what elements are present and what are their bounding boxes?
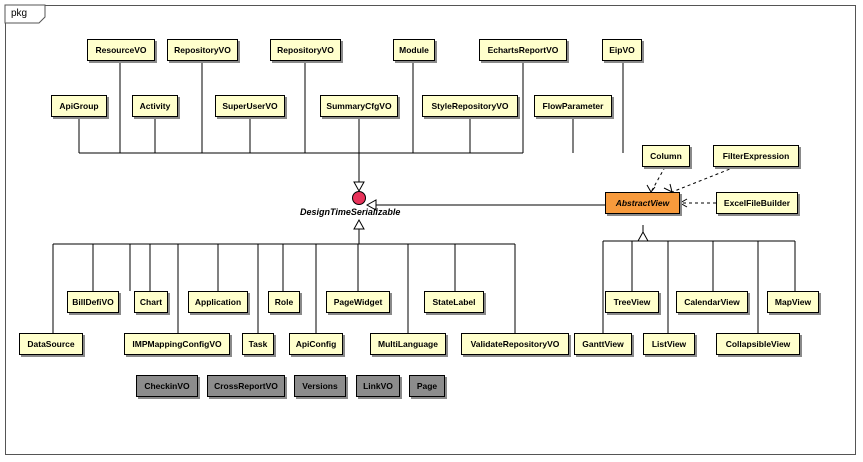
- class-datasource[interactable]: DataSource: [19, 333, 83, 355]
- class-resourcevo[interactable]: ResourceVO: [87, 39, 155, 61]
- class-role[interactable]: Role: [268, 291, 300, 313]
- top-inheritance-arrow: [353, 181, 365, 193]
- package-frame: [5, 5, 856, 455]
- class-summarycfgvo[interactable]: SummaryCfgVO: [320, 95, 398, 117]
- class-page[interactable]: Page: [409, 375, 445, 397]
- class-chart[interactable]: Chart: [134, 291, 168, 313]
- dependency-lines: [650, 166, 736, 204]
- class-listview[interactable]: ListView: [643, 333, 695, 355]
- class-flowparameter[interactable]: FlowParameter: [534, 95, 612, 117]
- class-checkinvo[interactable]: CheckinVO: [136, 375, 198, 397]
- class-superuservo[interactable]: SuperUserVO: [215, 95, 285, 117]
- class-apigroup[interactable]: ApiGroup: [51, 95, 107, 117]
- top-inheritance-lines: [78, 61, 624, 182]
- class-abstractview[interactable]: AbstractView: [605, 192, 680, 214]
- bottom-inheritance-arrow: [353, 218, 365, 230]
- class-collapsibleview[interactable]: CollapsibleView: [716, 333, 800, 355]
- class-task[interactable]: Task: [242, 333, 274, 355]
- interface-label: DesignTimeSerializable: [300, 207, 401, 217]
- class-calendarview[interactable]: CalendarView: [676, 291, 748, 313]
- bottom-inheritance-lines: [52, 229, 516, 333]
- class-treeview[interactable]: TreeView: [605, 291, 659, 313]
- class-versions[interactable]: Versions: [294, 375, 346, 397]
- class-column[interactable]: Column: [642, 145, 690, 167]
- class-echartsreportvo[interactable]: EchartsReportVO: [479, 39, 567, 61]
- class-multilanguage[interactable]: MultiLanguage: [370, 333, 446, 355]
- class-linkvo[interactable]: LinkVO: [356, 375, 400, 397]
- class-apiconfig[interactable]: ApiConfig: [289, 333, 343, 355]
- class-validaterepositoryvo[interactable]: ValidateRepositoryVO: [461, 333, 569, 355]
- interface-circle-icon[interactable]: [352, 191, 366, 205]
- class-stylerepositoryvo[interactable]: StyleRepositoryVO: [422, 95, 518, 117]
- class-ganttview[interactable]: GanttView: [574, 333, 632, 355]
- class-filterexpression[interactable]: FilterExpression: [713, 145, 799, 167]
- realization-arrow: [365, 199, 377, 211]
- class-statelabel[interactable]: StateLabel: [424, 291, 484, 313]
- class-excelfilebuilder[interactable]: ExcelFileBuilder: [716, 192, 798, 214]
- class-impmappingconfigvo[interactable]: IMPMappingConfigVO: [124, 333, 230, 355]
- package-tab: [4, 4, 46, 24]
- view-inheritance-arrow: [637, 230, 649, 242]
- class-mapview[interactable]: MapView: [767, 291, 819, 313]
- class-eipvo[interactable]: EipVO: [602, 39, 642, 61]
- class-repositoryvo-2[interactable]: RepositoryVO: [270, 39, 341, 61]
- class-module[interactable]: Module: [393, 39, 435, 61]
- class-billdefivo[interactable]: BillDefiVO: [67, 291, 119, 313]
- class-crossreportvo[interactable]: CrossReportVO: [207, 375, 285, 397]
- view-inheritance-lines: [602, 225, 796, 333]
- class-repositoryvo-1[interactable]: RepositoryVO: [167, 39, 238, 61]
- package-label: pkg: [11, 8, 28, 19]
- class-application[interactable]: Application: [188, 291, 248, 313]
- class-activity[interactable]: Activity: [132, 95, 178, 117]
- class-pagewidget[interactable]: PageWidget: [326, 291, 390, 313]
